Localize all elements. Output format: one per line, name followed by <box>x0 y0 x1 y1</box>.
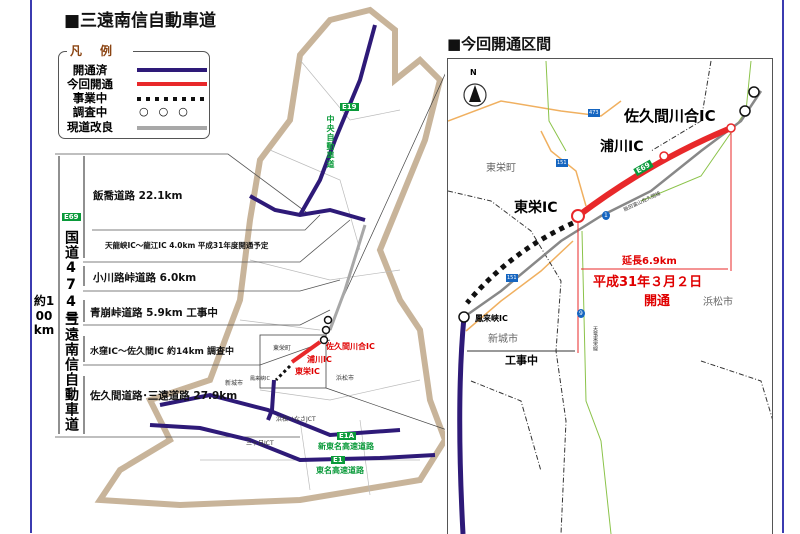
e19-badge: E19 <box>340 103 359 111</box>
survey-marker <box>739 105 751 117</box>
e1-badge: E1 <box>331 456 345 464</box>
chuo-label: 中央自動車道 <box>326 115 335 169</box>
map-horaikyo: 鳳来峡IC <box>250 376 270 382</box>
total-length: 約100km <box>33 294 55 337</box>
map-inasa-jct: 浜松いなさJCT <box>276 416 316 423</box>
inset-urakawa-ic: 浦川IC <box>600 139 644 155</box>
map-shinshiro: 新城市 <box>225 380 244 387</box>
shintomei-label: 新東名高速道路 <box>318 442 374 451</box>
route-1: 1 <box>602 211 610 220</box>
map-urakawa-ic: 浦川IC <box>307 355 332 364</box>
toei-ic-marker <box>571 209 585 223</box>
north-arrow-icon <box>469 85 481 102</box>
sakuma-ic-marker <box>726 123 736 133</box>
segment-iikyo: 飯喬道路 22.1km <box>93 190 183 202</box>
leader-lines <box>55 153 351 438</box>
dimension-arrows <box>58 156 85 434</box>
map-toei-town: 東栄町 <box>273 345 292 352</box>
north-label: N <box>470 68 477 77</box>
map-sakuma-ic: 佐久間川合IC <box>326 342 375 351</box>
open-word: 開通 <box>644 294 671 309</box>
inset-construction <box>465 220 575 305</box>
survey-marker <box>748 86 760 98</box>
map-toei-ic: 東栄IC <box>295 367 320 376</box>
segment-aokuzure: 青崩峠道路 5.9km 工事中 <box>90 307 218 319</box>
legend: 凡例 開通済 今回開通 事業中 調査中 ○○○ 現道改良 <box>58 42 210 139</box>
inset-toei-town: 東栄町 <box>486 163 516 174</box>
legend-label-new: 今回開通 <box>67 77 113 91</box>
inset-hamamatsu: 浜松市 <box>703 297 733 308</box>
legend-label-improvement: 現道改良 <box>67 120 113 134</box>
page-border-left <box>30 0 32 533</box>
iikyo-road <box>249 194 366 222</box>
legend-label-survey: 調査中 <box>72 105 108 119</box>
route-9: 9 <box>577 309 585 318</box>
legend-swatch-open <box>137 68 207 72</box>
legend-label-open: 開通済 <box>72 63 108 77</box>
inset-shinshiro: 新城市 <box>488 334 518 345</box>
inset-area-outline <box>259 334 327 389</box>
segment-ogawaji: 小川路峠道路 6.0km <box>93 272 197 284</box>
open-date: 平成31年３月２日 <box>593 275 703 290</box>
length-dimension <box>577 132 732 353</box>
land-area <box>94 6 445 509</box>
legend-title: 凡例 <box>67 42 134 59</box>
inset-sakuma-ic: 佐久間川合IC <box>624 107 716 125</box>
legend-swatch-construction <box>137 97 207 101</box>
legend-swatch-new <box>137 82 207 86</box>
tomei-label: 東名高速道路 <box>316 466 364 475</box>
page-title: ■三遠南信自動車道 <box>64 11 217 31</box>
route-151: 151 <box>556 159 568 167</box>
improvement-road <box>328 224 367 331</box>
survey-circles <box>319 315 333 345</box>
boundaries <box>448 60 772 534</box>
chuo-expressway <box>298 24 377 216</box>
route-474-label: 国道474号 <box>63 230 79 326</box>
legend-swatch-improvement <box>137 126 207 130</box>
segment-sakuma-sanen: 佐久間道路･三遠道路 27.9km <box>90 390 238 402</box>
inset-horaikyo-ic: 鳳来峡IC <box>475 314 508 323</box>
construction-label: 工事中 <box>505 354 538 367</box>
road-label-tenryu: 天竜東栄線 <box>592 326 598 351</box>
segment-tenryukyo: 天龍峡IC～龍江IC 4.0km 平成31年度開通予定 <box>105 241 269 250</box>
legend-swatch-survey: ○○○ <box>139 105 198 118</box>
segment-misakubo: 水窪IC～佐久間IC 約14km 調査中 <box>90 347 235 357</box>
e69-badge: E69 <box>62 213 81 221</box>
legend-label-construction: 事業中 <box>72 91 108 105</box>
new-open-section <box>290 340 322 364</box>
inset-open-section <box>457 316 467 534</box>
tomei <box>149 423 436 463</box>
e1a-badge: E1A <box>337 432 357 440</box>
expressway-label: 三遠南信自動車道 <box>63 312 79 432</box>
inset-title: ■今回開通区間 <box>447 35 552 53</box>
page-border-right <box>782 0 784 533</box>
map-mikkabi-jct: 三ヶ日JCT <box>246 440 274 447</box>
urakawa-ic-marker <box>659 151 669 161</box>
map-hamamatsu: 浜松市 <box>336 375 355 382</box>
route-473: 473 <box>588 109 600 117</box>
route-151: 151 <box>506 274 518 282</box>
length-label: 延長6.9km <box>622 256 677 267</box>
inset-toei-ic: 東栄IC <box>514 200 558 216</box>
horaikyo-ic-marker <box>458 311 470 323</box>
